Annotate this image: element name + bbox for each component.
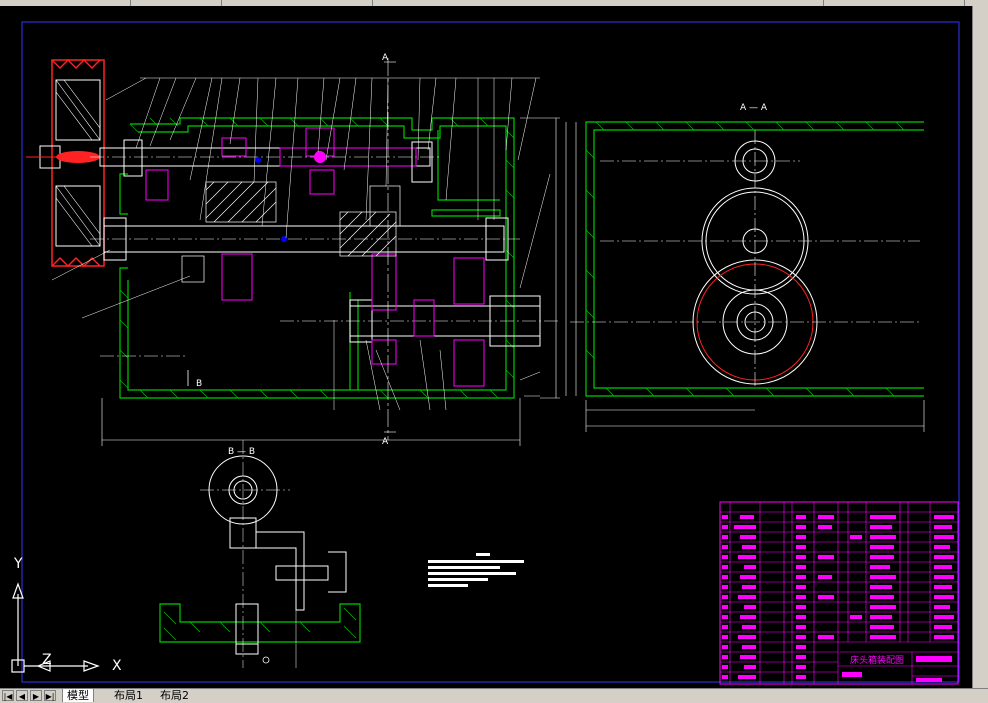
bom-text-marks	[722, 515, 954, 682]
view-a-housing	[585, 121, 924, 397]
cad-drawing: A A B	[21, 21, 960, 685]
view-b-b: B — B	[159, 440, 361, 668]
tab-layout2[interactable]: 布局2	[160, 689, 189, 702]
tab-layout1[interactable]: 布局1	[114, 689, 143, 702]
ucs-x-label: X	[112, 658, 122, 674]
dimension-overall-length	[101, 398, 521, 446]
view-a-title: A — A	[740, 103, 768, 113]
ucs-z-label: Z	[42, 652, 52, 668]
first-tab-button[interactable]: |◀	[2, 690, 14, 701]
title-block-title: 床头箱装配图	[850, 654, 904, 666]
prev-tab-button[interactable]: ◀	[16, 690, 28, 701]
part-leaders-top	[105, 77, 540, 239]
title-block: 床头箱装配图	[719, 501, 959, 685]
layout-tab-bar: |◀ ◀ ▶ ▶| 模型 布局1 布局2	[0, 688, 988, 703]
section-label-b: B	[196, 379, 202, 389]
toolbar-segment	[131, 0, 222, 6]
output-spindle	[280, 295, 560, 347]
vertical-scrollbar[interactable]	[972, 6, 988, 688]
view-a-centerlines	[570, 130, 920, 388]
ucs-y-label: Y	[14, 556, 23, 572]
toolbar-segment	[373, 0, 824, 6]
last-tab-button[interactable]: ▶|	[44, 690, 56, 701]
ucs-icon	[11, 582, 100, 673]
drawing-frame	[21, 21, 960, 683]
gears	[145, 127, 485, 387]
top-toolbar-strip	[0, 0, 988, 6]
view-b-title: B — B	[228, 447, 255, 457]
main-section-view: A A B	[26, 53, 560, 447]
view-a-a: A — A	[565, 103, 925, 432]
section-line-a	[384, 58, 396, 440]
view-a-dimensions	[565, 122, 925, 432]
bom-grid	[720, 502, 958, 684]
gear-hatch	[181, 181, 401, 283]
upper-shaft	[90, 139, 440, 183]
section-label-a-bottom: A	[382, 437, 389, 447]
next-tab-button[interactable]: ▶	[30, 690, 42, 701]
model-space-canvas[interactable]: A A B	[0, 6, 972, 688]
pulley	[26, 58, 105, 268]
part-leaders-bottom	[51, 173, 551, 411]
dimension-vertical	[520, 117, 560, 399]
view-a-housing-hatch	[585, 121, 905, 397]
lower-shaft	[90, 217, 520, 261]
toolbar-segment	[824, 0, 965, 6]
tab-model[interactable]: 模型	[62, 689, 94, 702]
toolbar-segment	[0, 0, 131, 6]
toolbar-segment	[222, 0, 373, 6]
housing-hatch	[119, 117, 515, 399]
section-label-a: A	[382, 53, 389, 63]
technical-notes	[428, 553, 524, 587]
